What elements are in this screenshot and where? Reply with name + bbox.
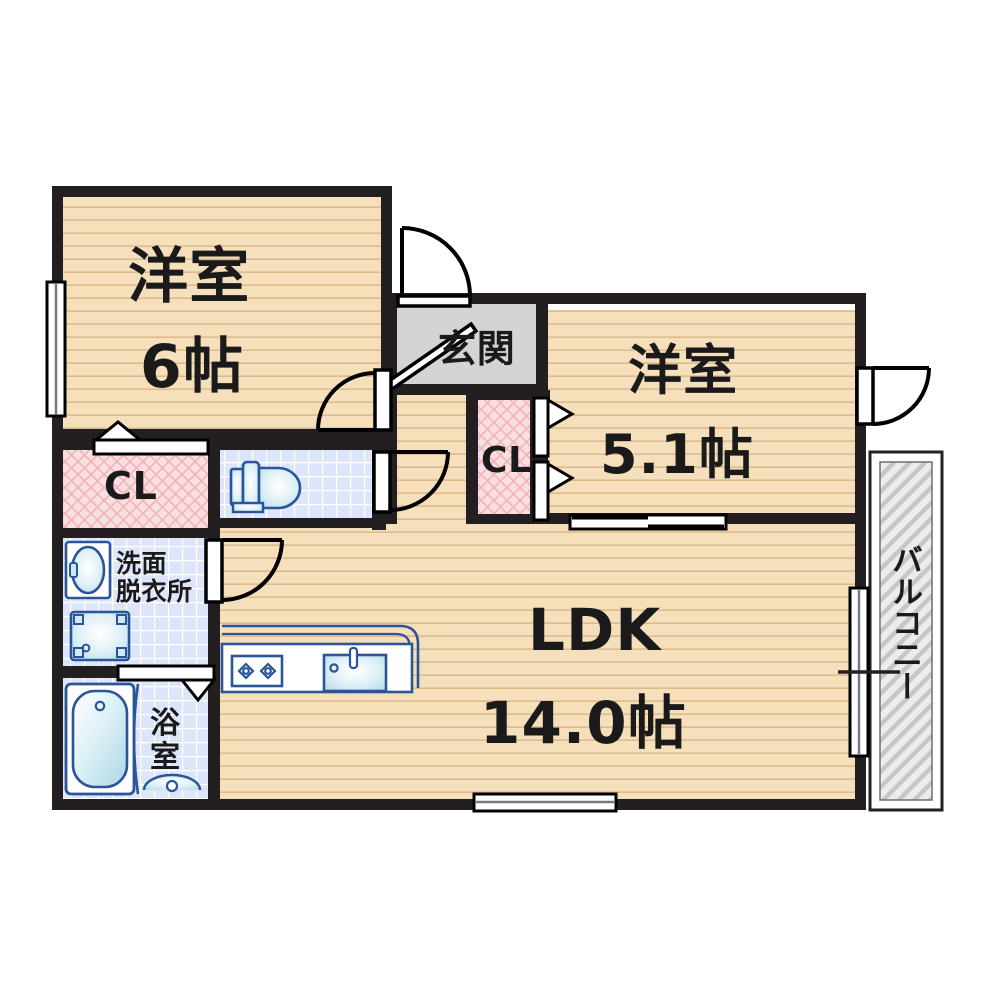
balcony-area <box>868 450 944 812</box>
floor-hallway-2 <box>386 390 476 524</box>
closet-left-fill <box>62 450 208 528</box>
closets <box>62 400 532 528</box>
label-bedroom-51-line1: 洋室 <box>628 339 739 402</box>
toilet-door[interactable] <box>372 450 450 514</box>
shower-basin <box>142 773 202 793</box>
label-balcony: バルコニー <box>886 544 922 703</box>
bathroom-sliding-door[interactable] <box>116 664 218 703</box>
label-washroom-line2: 脱衣所 <box>116 577 193 606</box>
floor-entrance <box>396 304 536 390</box>
washing-machine-pan <box>69 610 131 662</box>
floor-bedroom-6 <box>62 196 384 440</box>
bathtub <box>64 682 140 796</box>
floor-bedroom-51 <box>548 310 866 522</box>
label-closet-left: CL <box>104 464 158 508</box>
fixtures <box>64 460 420 796</box>
bedroom-6-door[interactable] <box>316 368 393 432</box>
label-entrance: 玄関 <box>438 327 516 371</box>
washbasin <box>64 540 112 600</box>
label-ldk-line2: 14.0帖 <box>480 689 687 757</box>
western-toilet <box>229 460 302 514</box>
label-bedroom-6-line1: 洋室 <box>128 242 251 312</box>
entrance-swing-door[interactable] <box>396 226 472 308</box>
label-bedroom-6-line2: 6帖 <box>140 332 245 402</box>
label-bathroom-line2: 室 <box>150 740 181 775</box>
balcony-sliding-door[interactable] <box>838 586 900 758</box>
label-washroom-line1: 洗面 <box>116 549 168 578</box>
closet-right-fill <box>476 400 532 522</box>
closet-right-folding-door[interactable] <box>532 396 575 522</box>
swing-doors[interactable] <box>204 226 931 604</box>
balcony-fill <box>879 461 933 801</box>
label-closet-right: CL <box>481 440 532 481</box>
kitchen-sink <box>322 646 388 693</box>
gas-stove-2-burner <box>230 654 284 688</box>
label-ldk-line1: LDK <box>528 596 662 664</box>
washroom-door[interactable] <box>204 538 284 604</box>
openings[interactable] <box>45 280 900 813</box>
label-bedroom-51-line2: 5.1帖 <box>600 423 754 486</box>
bedroom-6-window[interactable] <box>45 280 67 418</box>
label-bathroom-line1: 浴 <box>150 706 181 741</box>
bedroom-51-entry-door[interactable] <box>855 366 931 426</box>
bedroom-51-sliding-door[interactable] <box>568 513 728 531</box>
entrance-hall-door[interactable] <box>383 321 479 393</box>
closet-left-folding-door[interactable] <box>91 420 210 456</box>
ldk-window[interactable] <box>472 792 618 813</box>
